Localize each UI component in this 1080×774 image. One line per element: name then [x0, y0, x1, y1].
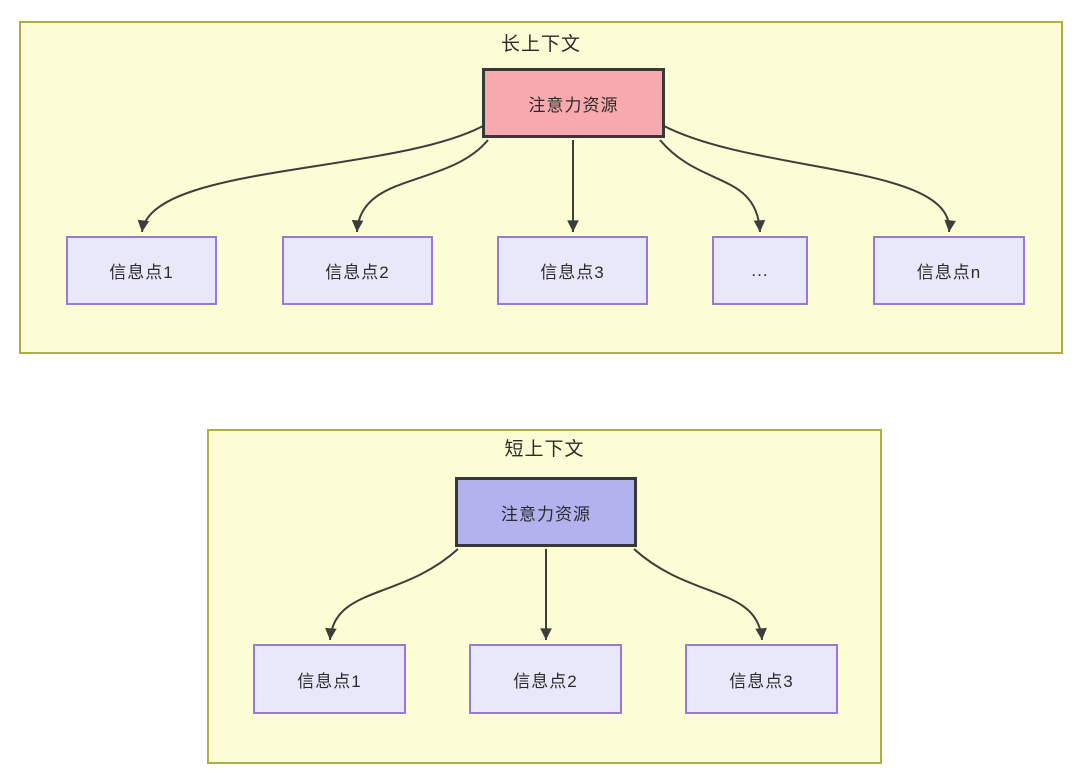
short-attention-node: 注意力资源 — [455, 477, 637, 547]
long-info-point-2: 信息点2 — [282, 236, 433, 305]
long-context-title: 长上下文 — [500, 34, 581, 55]
long-info-point-ellipsis: ... — [712, 236, 808, 305]
short-info-point-2: 信息点2 — [469, 644, 622, 714]
long-info-point-1: 信息点1 — [66, 236, 217, 305]
long-info-point-n: 信息点n — [873, 236, 1025, 305]
long-attention-node: 注意力资源 — [482, 68, 665, 138]
short-info-point-3: 信息点3 — [685, 644, 838, 714]
long-info-point-3: 信息点3 — [497, 236, 648, 305]
short-info-point-1: 信息点1 — [253, 644, 406, 714]
short-context-title: 短上下文 — [504, 439, 585, 460]
